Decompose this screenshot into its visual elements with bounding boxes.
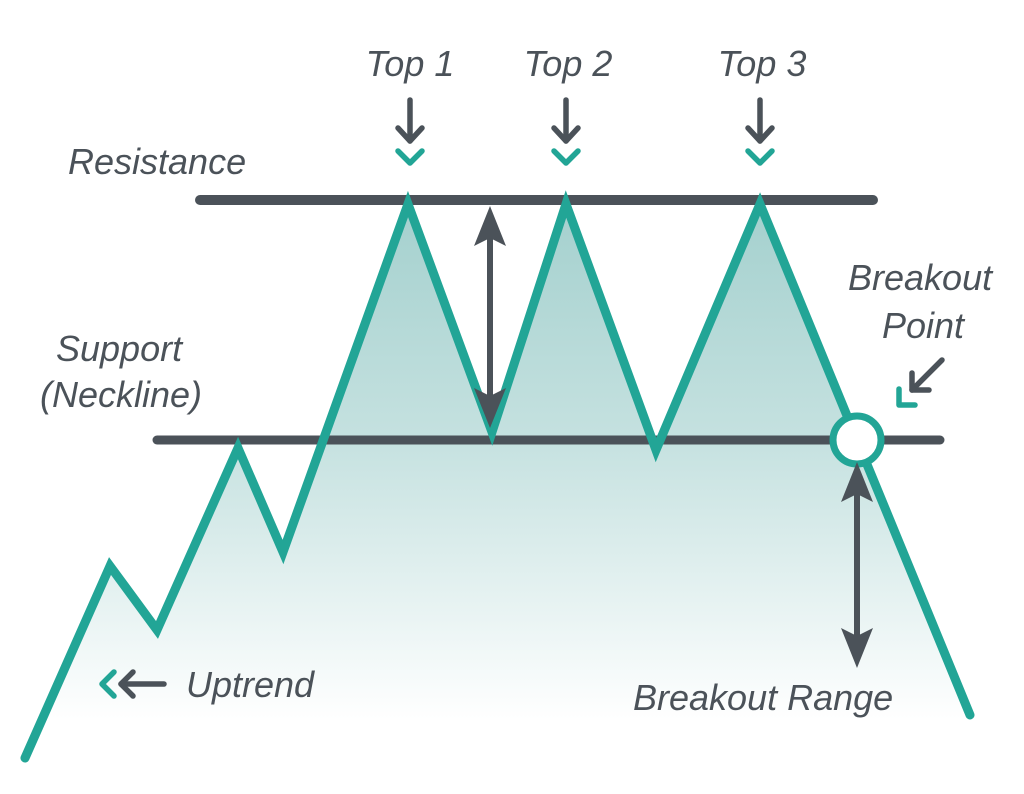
- top-3-down-arrow-icon: [745, 97, 775, 166]
- point-label: Point: [882, 305, 966, 346]
- breakout-point-arrow-icon: [896, 357, 945, 408]
- top-2-chevron-icon: [551, 148, 581, 166]
- breakout-range-label: Breakout Range: [633, 677, 893, 718]
- breakout-range-arrow-up-head: [841, 462, 873, 502]
- top-3-arrow-head: [745, 125, 775, 144]
- breakout-point-arrow-head: [909, 370, 932, 393]
- pattern-height-arrow-up-head: [474, 206, 506, 246]
- neckline-label: (Neckline): [40, 374, 202, 415]
- support-label: Support: [56, 328, 184, 369]
- resistance-label: Resistance: [68, 141, 246, 182]
- breakout-range-arrow-icon: [841, 462, 873, 668]
- uptrend-chevron-icon: [99, 669, 117, 699]
- breakout-point-marker: [829, 412, 885, 468]
- breakout-point-chevron-icon: [896, 386, 918, 408]
- uptrend-arrow-head: [118, 669, 136, 699]
- pattern-height-arrow-down-head: [474, 388, 506, 428]
- breakout-point-arrow-stem: [909, 357, 945, 393]
- top-1-down-arrow-icon: [395, 97, 425, 166]
- breakout-label: Breakout: [848, 257, 994, 298]
- top-2-arrow-head: [551, 125, 581, 144]
- top-2-down-arrow-icon: [551, 97, 581, 166]
- price-area-fill: [25, 204, 970, 794]
- top-1-chevron-icon: [395, 148, 425, 166]
- top-3-chevron-icon: [745, 148, 775, 166]
- top-1-arrow-head: [395, 125, 425, 144]
- uptrend-left-arrow-icon: [99, 669, 167, 699]
- top-1-label: Top 1: [366, 43, 455, 84]
- top-3-label: Top 3: [718, 43, 807, 84]
- breakout-range-arrow-down-head: [841, 628, 873, 668]
- top-2-label: Top 2: [524, 43, 613, 84]
- pattern-height-arrow-icon: [474, 206, 506, 428]
- price-line: [20, 190, 975, 763]
- uptrend-label: Uptrend: [186, 664, 315, 705]
